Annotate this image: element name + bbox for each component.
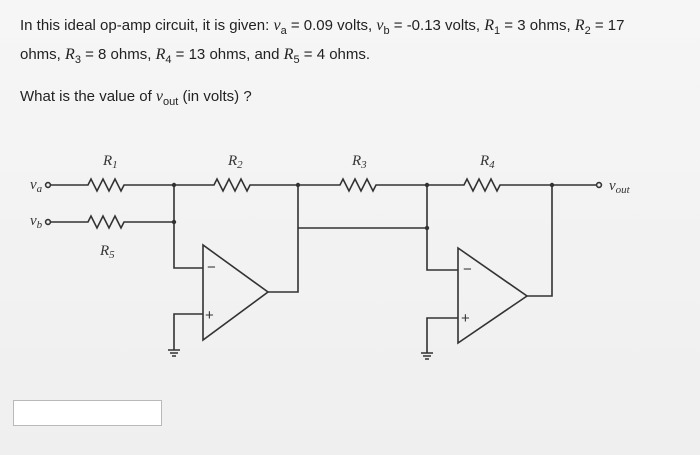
r2-value: 17 xyxy=(607,17,625,34)
r2-label: R2 xyxy=(227,153,243,171)
r1-label: R1 xyxy=(102,153,118,171)
opamp1-plus: + xyxy=(205,307,214,324)
opamp2-input-wire xyxy=(426,185,458,271)
vb-label: vb xyxy=(30,213,43,231)
question-ask: What is the value of vout (in volts) ? xyxy=(20,88,252,108)
opamp2-plus: + xyxy=(461,310,470,327)
r4-value: 13 ohms, and xyxy=(188,46,280,63)
opamp2-feedback-wire xyxy=(527,185,553,297)
intro-text: In this ideal op-amp circuit, it is give… xyxy=(20,17,270,34)
question-text: In this ideal op-amp circuit, it is give… xyxy=(20,14,680,72)
opamp1-minus: − xyxy=(207,259,216,276)
r2-unit: ohms, xyxy=(20,46,61,63)
opamp2-triangle xyxy=(457,246,529,345)
vb-value: -0.13 volts, xyxy=(406,17,481,34)
opamp1-triangle xyxy=(202,243,270,342)
opamp1-feedback-wire xyxy=(268,185,299,293)
r5-label: R5 xyxy=(99,243,115,261)
top-wire xyxy=(50,177,597,193)
va-value: 0.09 volts, xyxy=(303,17,373,34)
vout-label: vout xyxy=(609,178,631,196)
answer-input[interactable] xyxy=(13,400,162,426)
r5-wire xyxy=(50,214,174,230)
opamp1-input-wire xyxy=(173,185,203,269)
vout-terminal xyxy=(595,181,603,189)
ground-icon-1 xyxy=(168,349,180,357)
opamp2-minus: − xyxy=(463,261,472,278)
opamp2-ground-wire xyxy=(426,317,458,353)
va-label: va xyxy=(30,177,43,195)
ask-prefix: What is the value of xyxy=(20,88,152,105)
r3-label: R3 xyxy=(351,153,367,171)
question-line-1: In this ideal op-amp circuit, it is give… xyxy=(20,17,625,37)
opamp1-ground-wire xyxy=(173,313,203,350)
vb-terminal xyxy=(44,218,52,226)
r4-label: R4 xyxy=(479,153,495,171)
va-terminal xyxy=(44,181,52,189)
r1-value: 3 ohms, xyxy=(517,17,571,34)
question-line-2: ohms, R3 = 8 ohms, R4 = 13 ohms, and R5 … xyxy=(20,46,371,66)
ground-icon-2 xyxy=(421,352,433,360)
r3-value: 8 ohms, xyxy=(98,46,152,63)
ask-suffix: (in volts) ? xyxy=(182,88,252,105)
r5-value: 4 ohms. xyxy=(316,46,371,63)
